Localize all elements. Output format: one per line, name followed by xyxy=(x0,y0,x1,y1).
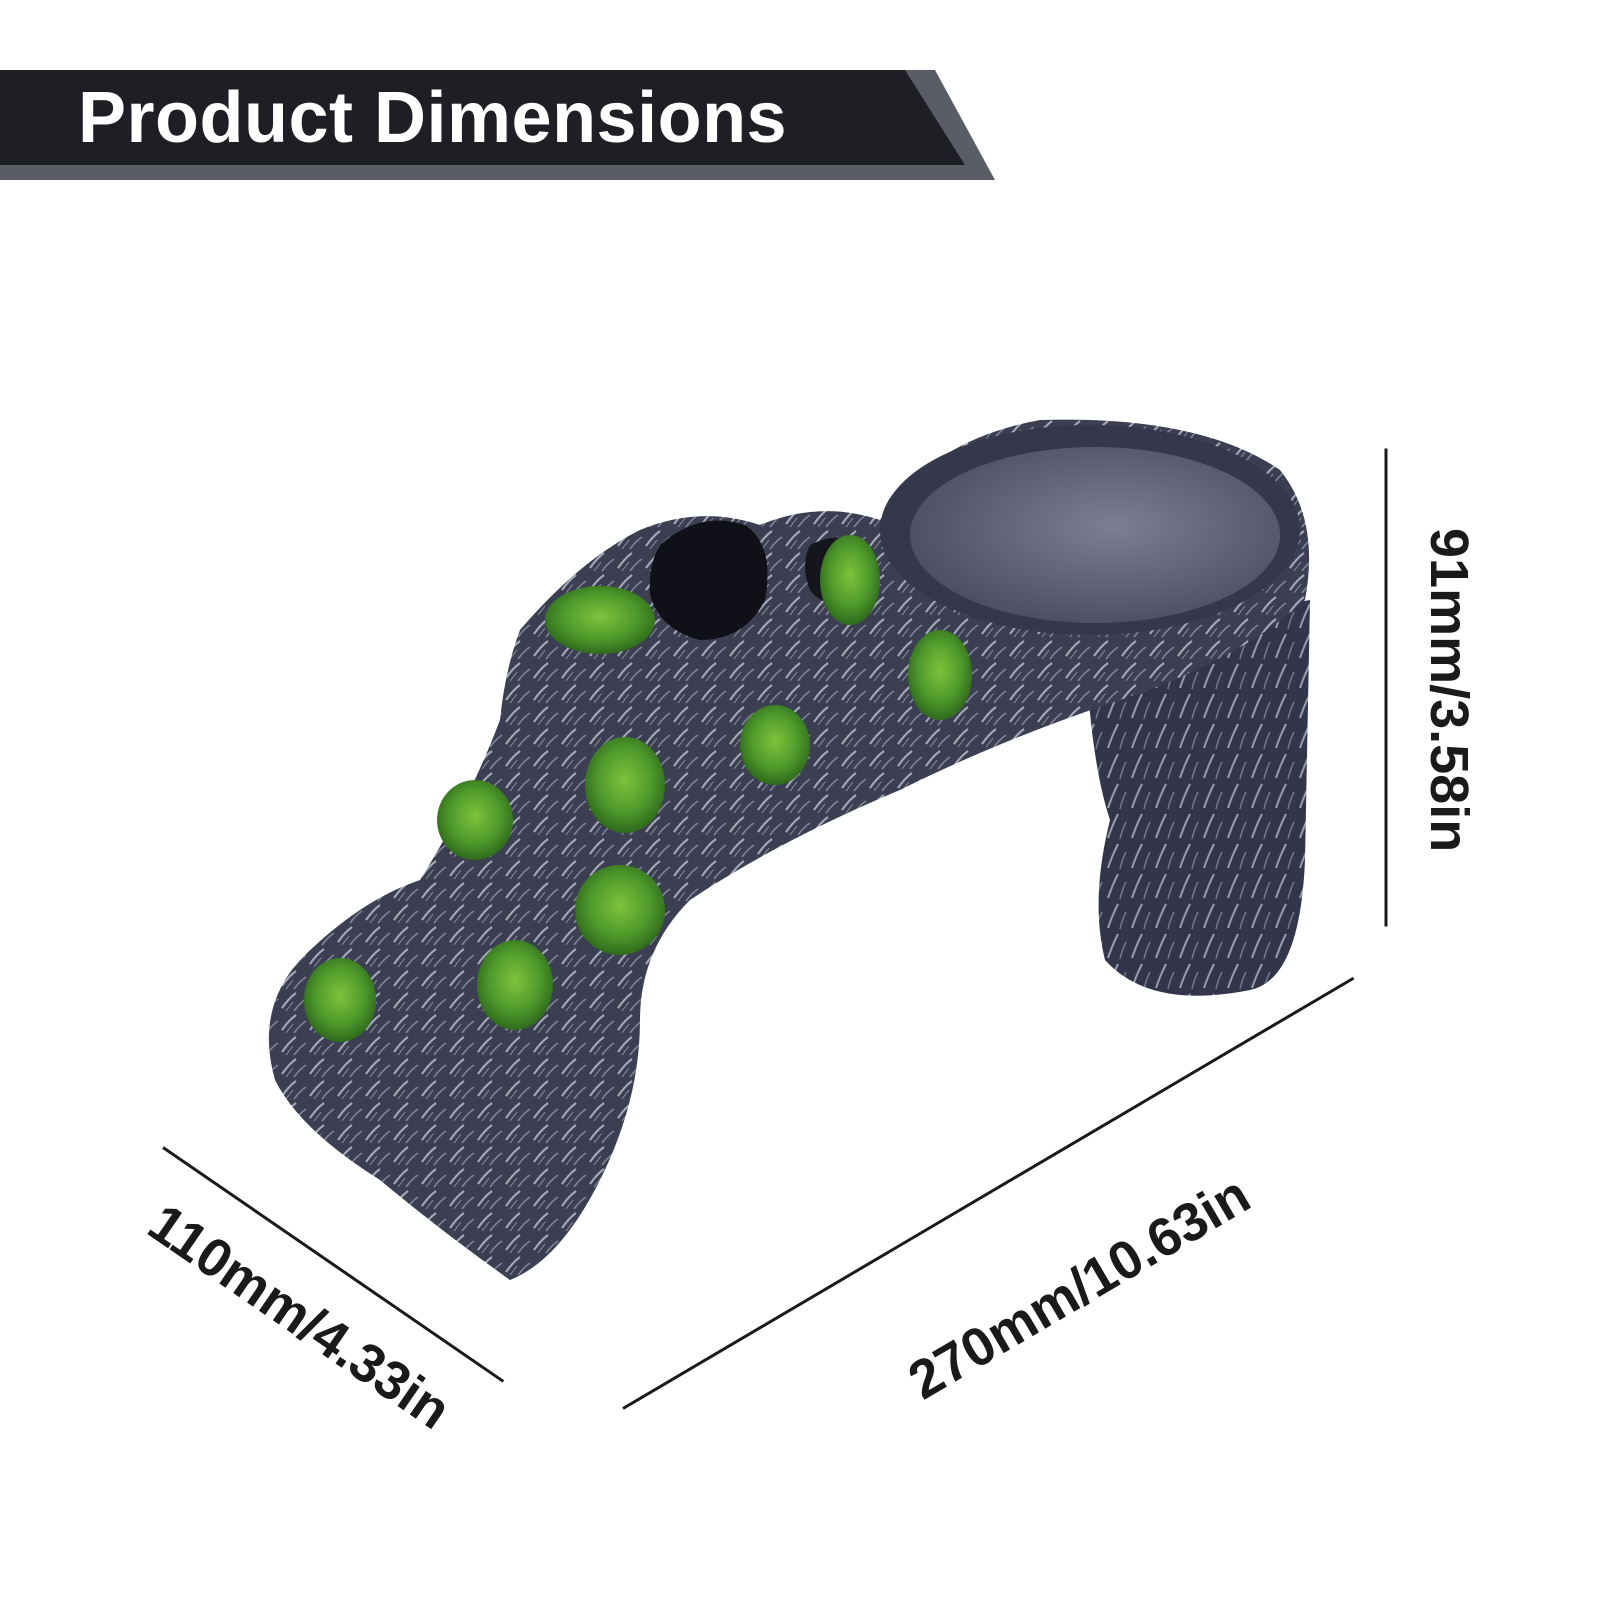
moss-patch xyxy=(585,737,665,833)
ramp-body xyxy=(268,419,1310,1280)
support-leg xyxy=(1085,600,1310,996)
moss-patch xyxy=(477,940,553,1030)
basking-dish xyxy=(910,447,1280,623)
moss-patch xyxy=(820,535,880,625)
banner-background xyxy=(0,70,995,180)
moss-patch xyxy=(545,586,655,654)
moss-patch xyxy=(908,630,972,720)
moss-patch xyxy=(575,865,665,955)
banner-title: Product Dimensions xyxy=(78,78,788,158)
moss-patch xyxy=(437,780,513,860)
hollow-opening-left xyxy=(649,520,768,640)
height-dimension-label: 91mm/3.58in xyxy=(1419,528,1479,853)
moss-patch xyxy=(740,705,810,785)
banner-band xyxy=(0,70,965,165)
moss-patch xyxy=(304,958,376,1042)
height-dimension-line xyxy=(1384,448,1388,927)
